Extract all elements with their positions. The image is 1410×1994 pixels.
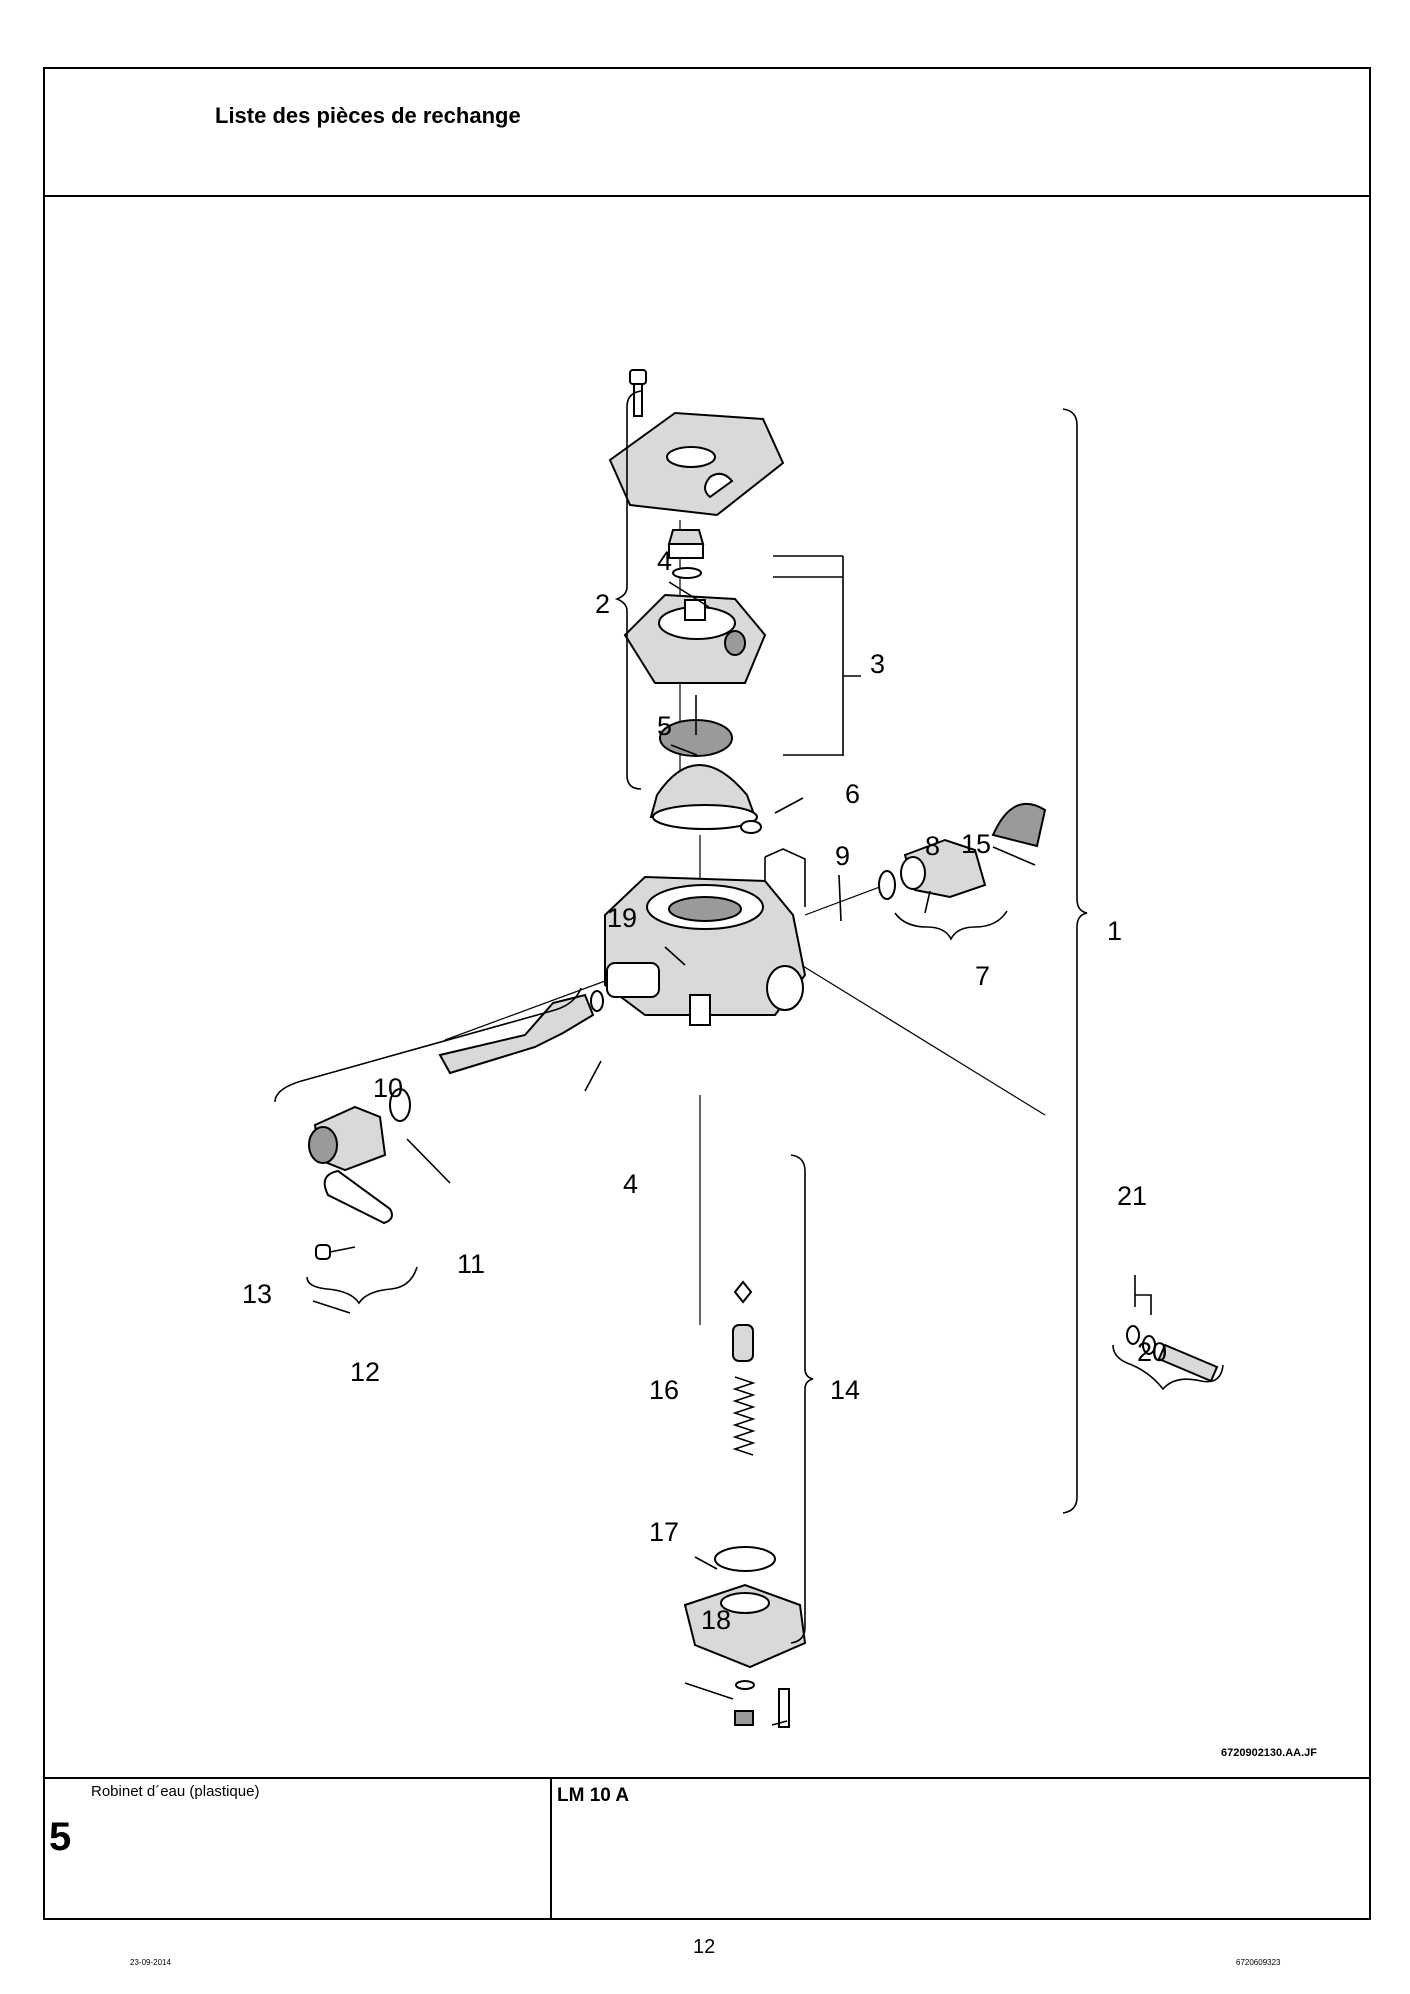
o-ring-21-b [1142, 1335, 1156, 1355]
callout-16: 16 [649, 1375, 679, 1405]
callout-13: 13 [242, 1279, 272, 1309]
o-ring-11 [389, 1088, 411, 1122]
filter-15 [991, 802, 1047, 848]
nut-fitting [308, 1105, 387, 1172]
page-number: 12 [693, 1936, 716, 1958]
axis-inlet [804, 884, 886, 916]
callout-1: 1 [1107, 916, 1122, 946]
cap-14 [733, 1280, 753, 1304]
document-number: 6720609323 [1236, 1958, 1281, 1967]
callout-10: 10 [373, 1073, 403, 1103]
o-ring-21-a [1126, 1325, 1140, 1345]
callout-4: 4 [657, 546, 672, 576]
chapter-number: 5 [49, 1815, 72, 1859]
brace-14 [790, 1154, 814, 1644]
exploded-view-figure: 1 2 3 4 5 6 7 8 9 10 11 12 13 14 15 16 1… [45, 195, 1369, 1781]
o-ring-4-left [590, 990, 604, 1012]
o-ring-17 [735, 1680, 755, 1690]
callout-labels: 1 2 3 4 5 6 7 8 9 10 11 12 13 14 15 16 1… [242, 546, 1167, 1635]
section-description: Robinet d´eau (plastique) [91, 1783, 260, 1800]
callout-19: 19 [607, 903, 637, 933]
screw-lower [778, 1688, 790, 1728]
callout-14: 14 [830, 1375, 860, 1405]
callout-18: 18 [701, 1605, 731, 1635]
spindle-10 [438, 993, 595, 1075]
callout-3: 3 [870, 649, 885, 679]
spring-14 [732, 1376, 756, 1456]
callout-4-left: 4 [623, 1169, 638, 1199]
exploded-view-drawing: 1 2 3 4 5 6 7 8 9 10 11 12 13 14 15 16 1… [242, 369, 1224, 1728]
callout-20: 20 [1137, 1337, 1167, 1367]
membrane-6 [649, 764, 757, 818]
o-ring-4-top [672, 567, 702, 579]
callout-21: 21 [1117, 1181, 1147, 1211]
clip-12 [323, 1169, 393, 1225]
callout-7: 7 [975, 961, 990, 991]
figure-reference: 6720902130.AA.JF [1220, 1747, 1317, 1759]
callout-6: 6 [845, 779, 860, 809]
callout-11: 11 [457, 1249, 485, 1279]
center-nut [667, 529, 705, 559]
callout-9: 9 [835, 841, 850, 871]
callout-12: 12 [350, 1357, 380, 1387]
brace-2 [614, 390, 642, 790]
leader-lines [312, 555, 1152, 1726]
inlet-fitting-7 [900, 838, 987, 899]
brace-1 [1062, 408, 1088, 1514]
callout-2: 2 [595, 589, 610, 619]
callout-15: 15 [961, 829, 991, 859]
page-title: Liste des pièces de rechange [215, 103, 521, 128]
page-frame: Liste des pièces de rechange [43, 67, 1371, 1920]
callout-5: 5 [657, 711, 672, 741]
o-ring-16 [714, 1546, 776, 1572]
footer-box: Robinet d´eau (plastique) 5 LM 10 A [45, 1777, 1369, 1918]
screw-18 [734, 1710, 754, 1726]
print-date: 23-09-2014 [130, 1958, 171, 1967]
footer-left-cell: Robinet d´eau (plastique) 5 [45, 1779, 552, 1918]
model-name: LM 10 A [557, 1785, 630, 1806]
screw-top [629, 369, 647, 417]
plug-14 [732, 1324, 754, 1362]
screw-13 [315, 1244, 356, 1260]
o-ring-8 [878, 870, 896, 900]
pin-20 [1157, 1343, 1219, 1383]
header-box: Liste des pièces de rechange [45, 69, 1369, 197]
lower-cover [683, 1583, 807, 1669]
axis-left [444, 969, 636, 1041]
callout-8: 8 [925, 831, 940, 861]
callout-17: 17 [649, 1517, 679, 1547]
axis-right [784, 954, 1046, 1116]
